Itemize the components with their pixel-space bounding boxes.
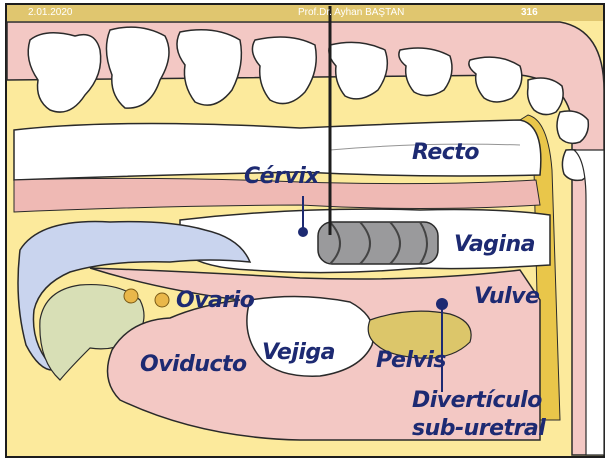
label-cervix: Cérvix xyxy=(244,164,319,189)
header-author: Prof.Dr. Ayhan BAŞTAN xyxy=(298,7,404,18)
vertebra-9 xyxy=(557,111,588,143)
header-page-number: 316 xyxy=(521,7,538,18)
ovary-dot-1 xyxy=(124,289,138,303)
label-sub-uretral: sub-uretral xyxy=(412,416,545,441)
label-ovario: Ovario xyxy=(176,288,254,313)
vertebra-8 xyxy=(528,78,564,115)
speculum xyxy=(318,222,438,264)
label-diverticulo: Divertículo xyxy=(412,388,542,413)
label-vejiga: Vejiga xyxy=(262,340,335,365)
label-oviducto: Oviducto xyxy=(140,352,247,377)
header-date: 2.01.2020 xyxy=(28,7,73,18)
label-vagina: Vagina xyxy=(454,232,535,257)
label-recto: Recto xyxy=(412,140,479,165)
ovary-dot-2 xyxy=(155,293,169,307)
label-pelvis: Pelvis xyxy=(376,348,446,373)
cervix-dot xyxy=(298,227,308,237)
label-vulve: Vulve xyxy=(474,284,539,309)
